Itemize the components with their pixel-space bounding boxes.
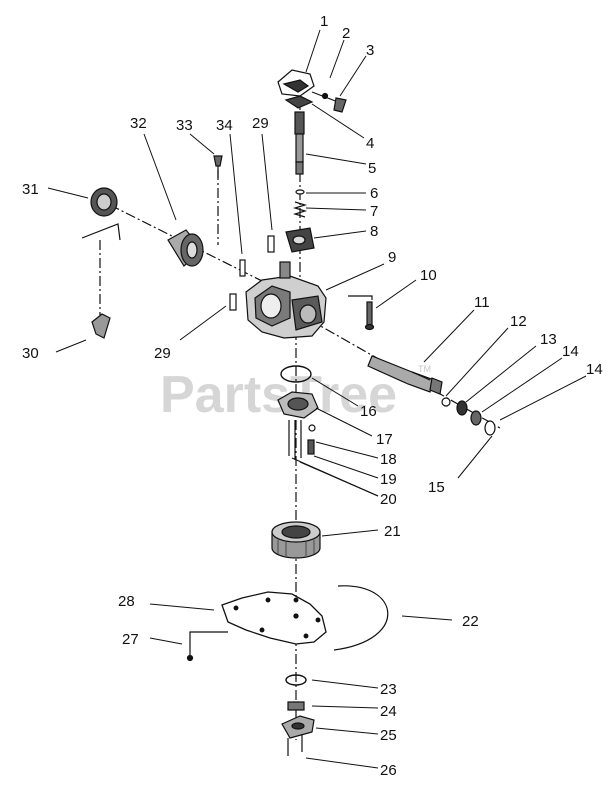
callout-label: 29 xyxy=(252,115,269,132)
drive-shaft-part xyxy=(367,355,443,395)
callout-label: 30 xyxy=(22,345,39,362)
callout-label: 33 xyxy=(176,117,193,134)
lower-nut-part xyxy=(287,701,305,711)
stator-part xyxy=(271,521,321,559)
callout-label: 14 xyxy=(562,343,579,360)
base-plate-part xyxy=(221,591,327,645)
callout-label: 20 xyxy=(380,491,397,508)
bracket-lines xyxy=(81,223,121,241)
callout-labels: 1 2 3 4 5 6 7 8 9 10 11 12 13 14 14 15 1… xyxy=(22,13,603,779)
callout-label: 10 xyxy=(420,267,437,284)
arc-outline-part xyxy=(333,585,389,651)
leader-lines xyxy=(47,29,587,769)
screws-part xyxy=(288,420,316,460)
callout-label: 29 xyxy=(154,345,171,362)
callout-label: 18 xyxy=(380,451,397,468)
watermark: PartsTree TM xyxy=(160,364,431,424)
bolt-part xyxy=(348,295,375,331)
callout-label: 8 xyxy=(370,223,378,240)
callout-label: 27 xyxy=(122,631,139,648)
watermark-text: PartsTree xyxy=(160,366,397,424)
lower-plate-part xyxy=(277,391,319,419)
lower-bracket-part xyxy=(281,715,315,756)
bushing-part xyxy=(285,227,315,253)
gasket-part xyxy=(280,365,312,383)
pin-34-part xyxy=(239,259,246,277)
callout-label: 2 xyxy=(342,25,350,42)
callout-label: 26 xyxy=(380,762,397,779)
main-housing xyxy=(245,261,327,339)
callout-label: 12 xyxy=(510,313,527,330)
callout-label: 28 xyxy=(118,593,135,610)
callout-label: 4 xyxy=(366,135,374,152)
seal-part xyxy=(90,187,118,217)
shaft-part xyxy=(292,111,308,218)
callout-label: 3 xyxy=(366,42,374,59)
callout-label: 6 xyxy=(370,185,378,202)
callout-label: 11 xyxy=(474,294,490,311)
callout-label: 9 xyxy=(388,249,396,266)
callout-label: 13 xyxy=(540,331,557,348)
callout-label: 7 xyxy=(370,203,378,220)
top-cover-part xyxy=(277,69,347,113)
key-part xyxy=(91,313,111,339)
callout-label: 14 xyxy=(586,361,603,378)
callout-label: 32 xyxy=(130,115,147,132)
callout-label: 17 xyxy=(376,431,393,448)
wire-part xyxy=(186,631,228,662)
watermark-tm: TM xyxy=(418,364,431,374)
small-washers-part xyxy=(441,397,496,436)
callout-label: 25 xyxy=(380,727,397,744)
callout-label: 1 xyxy=(320,13,328,30)
pulley-part xyxy=(167,229,204,267)
callout-label: 34 xyxy=(216,117,233,134)
lower-ring-part xyxy=(285,674,307,686)
callout-label: 5 xyxy=(368,160,376,177)
callout-label: 19 xyxy=(380,471,397,488)
pins-part xyxy=(229,235,275,311)
callout-label: 16 xyxy=(360,403,377,420)
callout-label: 15 xyxy=(428,479,445,496)
callout-label: 24 xyxy=(380,703,397,720)
probe-part xyxy=(213,155,223,178)
callout-label: 22 xyxy=(462,613,479,630)
callout-label: 23 xyxy=(380,681,397,698)
callout-label: 21 xyxy=(384,523,401,540)
callout-label: 31 xyxy=(22,181,39,198)
